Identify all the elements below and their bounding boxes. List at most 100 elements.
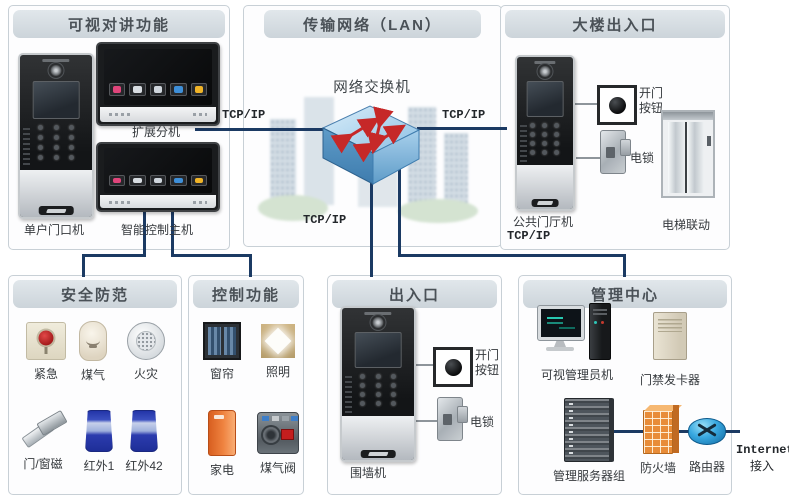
line-switch-to-management-h <box>398 254 626 257</box>
line-host-to-control-v2 <box>249 254 252 277</box>
firewall-icon <box>643 405 679 454</box>
open-button-icon <box>597 85 637 125</box>
label-network-switch: 网络交换机 <box>333 80 411 96</box>
label-extension: 扩展分机 <box>131 125 181 139</box>
control-item-gas-valve: 煤气阀 <box>252 412 304 476</box>
gas-valve-icon <box>257 412 299 454</box>
line-host-to-security-h <box>82 254 146 257</box>
connector-lobby-button <box>573 103 597 105</box>
emergency-button-icon <box>26 322 66 360</box>
card-swipe-icon <box>360 449 396 459</box>
label-door-station-lobby: 公共门厅机 <box>512 215 574 229</box>
door-station-lobby <box>515 55 575 211</box>
open-button-icon <box>433 347 473 387</box>
router-icon <box>688 418 726 445</box>
line-switch-to-management-v1 <box>398 150 401 257</box>
label-control-host: 智能控制主机 <box>120 223 194 237</box>
connector-lobby-lock <box>576 157 602 159</box>
station-screen <box>32 80 80 119</box>
camera-lens-icon <box>50 64 62 76</box>
panel-control-title: 控制功能 <box>193 280 299 308</box>
control-item-lighting: 照明 <box>254 324 302 380</box>
security-item-fire: 火灾 <box>118 322 174 382</box>
control-item-appliance: 家电 <box>198 410 246 478</box>
control-item-curtain: 窗帘 <box>198 322 246 382</box>
electric-lock-icon <box>437 397 468 441</box>
keypad <box>355 372 401 408</box>
card-swipe-icon <box>38 206 74 216</box>
line-host-to-security-v1 <box>143 206 146 257</box>
keypad <box>527 121 563 157</box>
card-reader-area <box>342 415 414 460</box>
pir-sensor-icon <box>130 410 158 452</box>
label-lock-building: 电锁 <box>629 151 655 165</box>
brand-mark <box>364 311 392 315</box>
electric-lock-icon <box>600 130 631 174</box>
card-swipe-icon <box>531 198 559 208</box>
speaker-holes <box>345 376 352 415</box>
server-rack-icon <box>564 398 614 462</box>
security-item-pir2: 红外42 <box>120 410 168 474</box>
monitor-screen <box>104 148 212 193</box>
security-item-emergency: 紧急 <box>18 322 74 382</box>
panel-entrance-title: 出入口 <box>332 280 497 308</box>
tcpip-label-left: TCP/IP <box>222 108 266 122</box>
panel-building-entrance-title: 大楼出入口 <box>505 10 725 38</box>
management-item-server: 管理服务器组 <box>548 398 630 484</box>
speaker-holes <box>23 127 30 169</box>
station-screen <box>354 332 402 368</box>
management-item-card-issuer: 门禁发卡器 <box>637 312 703 388</box>
camera-lens-icon <box>372 317 384 329</box>
card-reader-area <box>20 170 92 217</box>
label-elevator: 电梯联动 <box>661 218 711 232</box>
label-open-button-building: 开门按钮 <box>639 86 664 115</box>
door-station-single <box>18 53 94 219</box>
monitor-button-bar <box>100 195 216 208</box>
line-host-to-security-v2 <box>82 254 85 277</box>
panel-security: 安全防范 <box>8 275 182 495</box>
camera-lens-icon <box>539 66 551 78</box>
label-open-button-entrance: 开门按钮 <box>475 348 500 377</box>
gas-detector-icon <box>79 321 107 361</box>
keypad <box>33 123 79 162</box>
door-window-magnet-icon <box>20 409 68 450</box>
panel-intercom-title: 可视对讲功能 <box>13 10 225 38</box>
admin-pc-icon <box>537 303 617 361</box>
connector-wall-lock <box>412 420 437 422</box>
lighting-icon <box>261 324 295 358</box>
connector-wall-button <box>412 364 433 366</box>
security-item-pir1: 红外1 <box>78 410 120 474</box>
management-item-firewall: 防火墙 <box>634 405 682 476</box>
appliance-icon <box>208 410 236 456</box>
line-switch-to-building <box>417 127 507 130</box>
label-door-station-single: 单户门口机 <box>23 223 85 237</box>
extension-monitor <box>96 42 220 126</box>
label-door-station-wall: 围墙机 <box>349 466 387 480</box>
elevator-icon <box>661 110 715 198</box>
label-lock-entrance: 电锁 <box>469 415 495 429</box>
monitor-button-bar <box>100 107 216 122</box>
fire-detector-icon <box>127 322 165 360</box>
app-icons-row <box>108 82 208 97</box>
network-switch-icon <box>321 105 421 185</box>
line-intercom-to-switch <box>195 128 325 131</box>
panel-control: 控制功能 <box>188 275 304 495</box>
management-item-admin-pc: 可视管理员机 <box>536 303 618 383</box>
management-item-router: 路由器 <box>684 418 730 475</box>
line-switch-to-entrance <box>370 146 373 277</box>
panel-security-title: 安全防范 <box>13 280 177 308</box>
speaker-holes <box>520 125 527 164</box>
app-icons-row <box>108 175 208 186</box>
brand-mark <box>534 60 556 64</box>
curtain-icon <box>203 322 241 360</box>
monitor-screen <box>104 49 212 105</box>
internet-access-label: Internet 接入 <box>736 443 789 473</box>
line-host-to-control-v1 <box>171 206 174 257</box>
line-host-to-control-h <box>171 254 252 257</box>
station-screen <box>526 81 564 117</box>
pir-sensor-icon <box>85 410 113 452</box>
tcpip-label-building: TCP/IP <box>507 229 551 243</box>
card-issuer-icon <box>653 312 687 360</box>
panel-network-title: 传输网络（LAN） <box>264 10 481 38</box>
